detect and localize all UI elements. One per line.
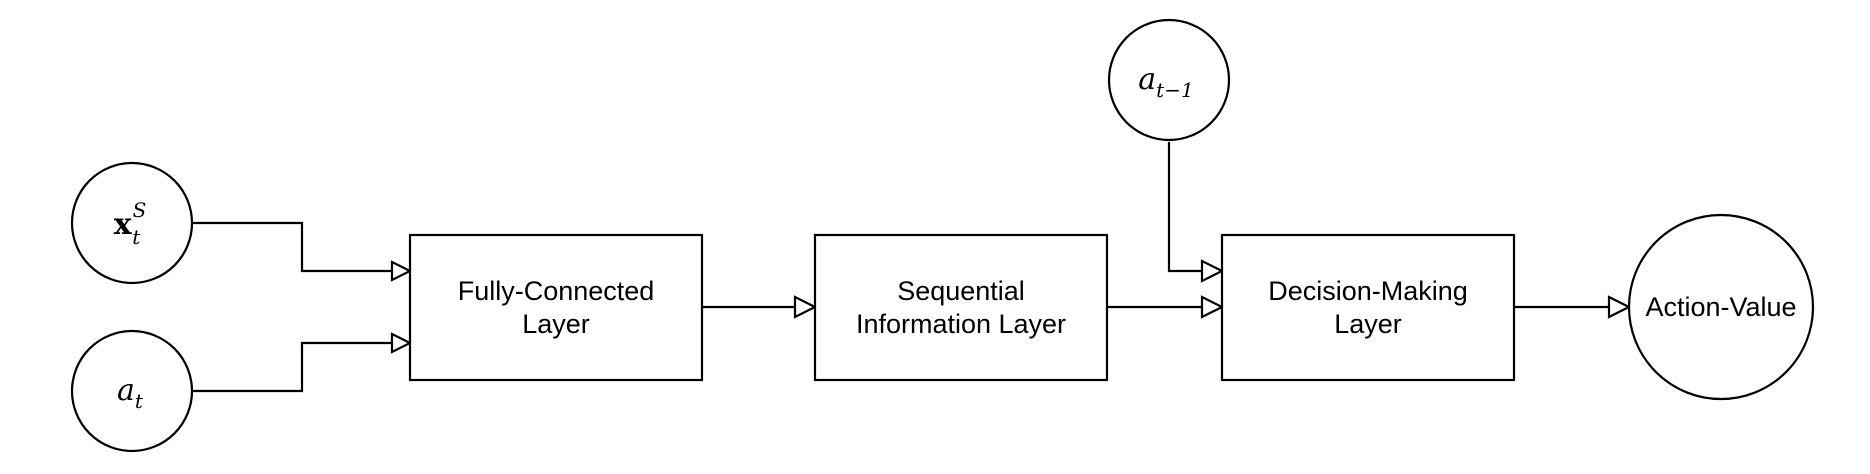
sequential-label-line2: Information Layer [856, 309, 1066, 339]
action-value-circle [1627, 213, 1815, 401]
prev-action-input-label: at−1 [1138, 62, 1193, 102]
decision-label-line2: Layer [1334, 309, 1402, 339]
sequential-information-layer: Sequential Information Layer [813, 233, 1109, 382]
prev-action-input-circle [1107, 18, 1231, 142]
decision-making-box [1220, 233, 1516, 382]
arrowheads [390, 259, 1632, 354]
edge-state-to-fc [193, 221, 394, 273]
decision-making-layer: Decision-Making Layer [1220, 233, 1516, 382]
action-value-output-node: Action-Value [1627, 213, 1815, 401]
arrowhead-fc-bottom [390, 332, 413, 354]
fully-connected-layer: Fully-Connected Layer [408, 233, 704, 382]
edges [193, 142, 1609, 393]
decision-label-line1: Decision-Making [1268, 276, 1468, 306]
action-value-label: Action-Value [1645, 292, 1796, 322]
edge-action-to-fc [193, 341, 394, 393]
action-input-label: at [117, 373, 144, 413]
arrowhead-sequential [793, 295, 818, 319]
fully-connected-box [408, 233, 704, 382]
state-input-circle [70, 161, 194, 285]
arrowhead-decision-bottom [1200, 295, 1225, 319]
edge-prev-action-to-decision [1167, 142, 1202, 273]
action-input-node: at [70, 329, 194, 453]
arrowhead-decision-top [1200, 259, 1225, 283]
action-input-circle [70, 329, 194, 453]
fully-connected-label-line2: Layer [522, 309, 590, 339]
arrowhead-fc-top [390, 260, 413, 282]
fully-connected-label-line1: Fully-Connected [458, 276, 655, 306]
sequential-label-line1: Sequential [897, 276, 1025, 306]
prev-action-input-node: at−1 [1107, 18, 1231, 142]
arrowhead-output [1607, 295, 1632, 319]
sequential-information-box [813, 233, 1109, 382]
